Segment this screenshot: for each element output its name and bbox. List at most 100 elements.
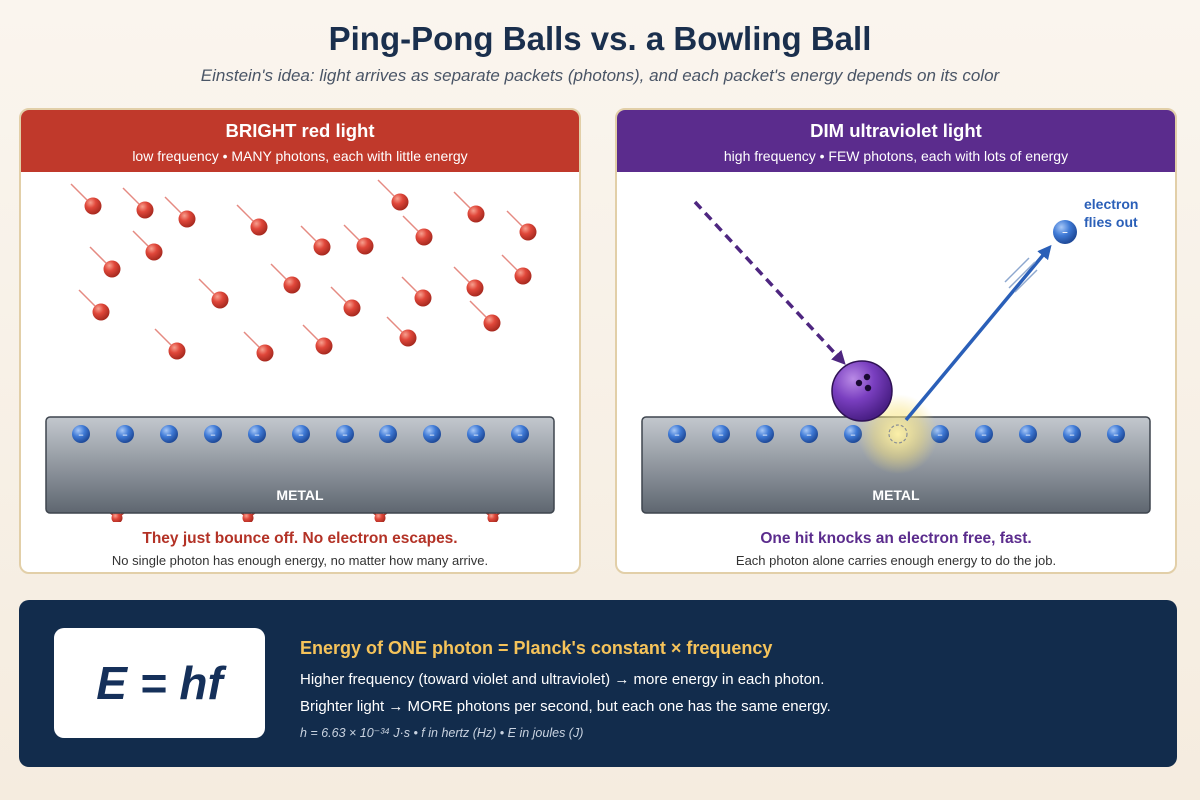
red-photon xyxy=(236,204,268,236)
formula-note: h = 6.63 × 10⁻³⁴ J·s • f in hertz (Hz) •… xyxy=(300,726,584,740)
electron: – xyxy=(292,425,310,443)
red-photon xyxy=(300,225,331,256)
svg-text:–: – xyxy=(850,428,856,441)
electron: – xyxy=(1107,425,1125,443)
svg-text:–: – xyxy=(1069,428,1075,441)
right-panel-caption: One hit knocks an electron free, fast. xyxy=(760,530,1032,547)
electron: – xyxy=(511,425,529,443)
svg-text:–: – xyxy=(342,428,348,441)
left-metal-label: METAL xyxy=(276,487,324,503)
left-panel-header: BRIGHT red light low frequency • MANY ph… xyxy=(21,110,579,172)
svg-text:–: – xyxy=(254,428,260,441)
electron: – xyxy=(844,425,862,443)
incoming-photon-path xyxy=(693,200,846,365)
red-photon xyxy=(506,210,537,241)
red-photon xyxy=(302,324,333,355)
svg-text:–: – xyxy=(78,428,84,441)
right-panel-note: Each photon alone carries enough energy … xyxy=(735,553,1057,568)
electron: – xyxy=(668,425,686,443)
svg-text:–: – xyxy=(674,428,680,441)
right-panel-subtitle: high frequency • FEW photons, each with … xyxy=(723,148,1069,164)
svg-text:–: – xyxy=(718,428,724,441)
red-photon xyxy=(501,254,532,285)
formula-line-1: Higher frequency (toward violet and ultr… xyxy=(300,671,825,688)
red-photon xyxy=(78,289,110,321)
svg-text:–: – xyxy=(1025,428,1031,441)
electron-label-line1: electron xyxy=(1084,196,1138,212)
dim-ultraviolet-light-panel: DIM ultraviolet light high frequency • F… xyxy=(615,108,1177,574)
red-photon xyxy=(154,328,186,360)
svg-text:–: – xyxy=(1113,428,1119,441)
electron-escape-arrow xyxy=(904,244,1052,422)
page-title: Ping-Pong Balls vs. a Bowling Ball xyxy=(328,20,872,57)
red-photon xyxy=(377,179,409,211)
electron: – xyxy=(160,425,178,443)
svg-text:–: – xyxy=(473,428,479,441)
left-panel-note: No single photon has enough energy, no m… xyxy=(111,553,489,568)
red-photon xyxy=(132,230,163,261)
svg-text:–: – xyxy=(429,428,435,441)
electron: – xyxy=(756,425,774,443)
svg-text:–: – xyxy=(1062,225,1068,239)
red-photon xyxy=(402,215,433,246)
left-panel-subtitle: low frequency • MANY photons, each with … xyxy=(132,148,468,164)
svg-text:–: – xyxy=(122,428,128,441)
electron: – xyxy=(72,425,90,443)
electron: – xyxy=(1063,425,1081,443)
red-photon xyxy=(330,286,361,317)
svg-text:–: – xyxy=(806,428,812,441)
formula-title: Energy of ONE photon = Planck's constant… xyxy=(300,638,773,658)
empty-electron-spot xyxy=(888,424,908,444)
right-panel-header: DIM ultraviolet light high frequency • F… xyxy=(617,110,1175,172)
red-photon xyxy=(401,276,432,307)
formula-box: E = hf Energy of ONE photon = Planck's c… xyxy=(19,600,1177,767)
escaped-electron: – xyxy=(1053,220,1077,244)
left-panel-caption: They just bounce off. No electron escape… xyxy=(142,530,458,547)
svg-text:–: – xyxy=(762,428,768,441)
equation-card: E = hf xyxy=(54,628,265,738)
motion-lines xyxy=(1004,257,1038,293)
bright-red-light-panel: BRIGHT red light low frequency • MANY ph… xyxy=(19,108,581,574)
svg-text:–: – xyxy=(517,428,523,441)
electron: – xyxy=(423,425,441,443)
svg-text:–: – xyxy=(298,428,304,441)
right-metal-slab: – – – – – – – – – – METAL xyxy=(641,416,1151,514)
electron: – xyxy=(712,425,730,443)
red-photon xyxy=(89,246,121,278)
red-photon xyxy=(243,331,274,362)
red-photon xyxy=(122,187,154,219)
left-electrons: – – – – – – – – – – – xyxy=(72,425,529,443)
red-photon xyxy=(198,278,229,309)
right-panel-title: DIM ultraviolet light xyxy=(810,120,982,141)
svg-text:–: – xyxy=(981,428,987,441)
electron: – xyxy=(204,425,222,443)
svg-text:–: – xyxy=(385,428,391,441)
red-photon xyxy=(469,300,501,332)
left-metal-slab: – – – – – – – – – – – METAL xyxy=(45,416,555,514)
electron: – xyxy=(800,425,818,443)
red-photon xyxy=(70,183,102,215)
svg-text:–: – xyxy=(210,428,216,441)
electron: – xyxy=(975,425,993,443)
electron: – xyxy=(336,425,354,443)
right-metal-label: METAL xyxy=(872,487,920,503)
electron: – xyxy=(467,425,485,443)
red-photon xyxy=(453,191,485,223)
electron: – xyxy=(248,425,266,443)
right-electrons: – – – – – – – – – – xyxy=(668,425,1125,443)
electron: – xyxy=(379,425,397,443)
formula-line-2: Brighter light → MORE photons per second… xyxy=(300,698,831,715)
uv-photon-scene: – electron flies out xyxy=(693,196,1138,474)
left-panel-title: BRIGHT red light xyxy=(225,120,375,141)
red-photon xyxy=(164,196,196,228)
red-photon xyxy=(270,263,301,294)
red-photon xyxy=(343,224,374,255)
electron: – xyxy=(116,425,134,443)
red-photon xyxy=(453,266,484,297)
page-subtitle: Einstein's idea: light arrives as separa… xyxy=(200,66,1000,85)
svg-text:–: – xyxy=(166,428,172,441)
red-photons xyxy=(70,179,537,362)
electron-label-line2: flies out xyxy=(1084,214,1138,230)
red-photon xyxy=(386,316,417,347)
electron: – xyxy=(1019,425,1037,443)
